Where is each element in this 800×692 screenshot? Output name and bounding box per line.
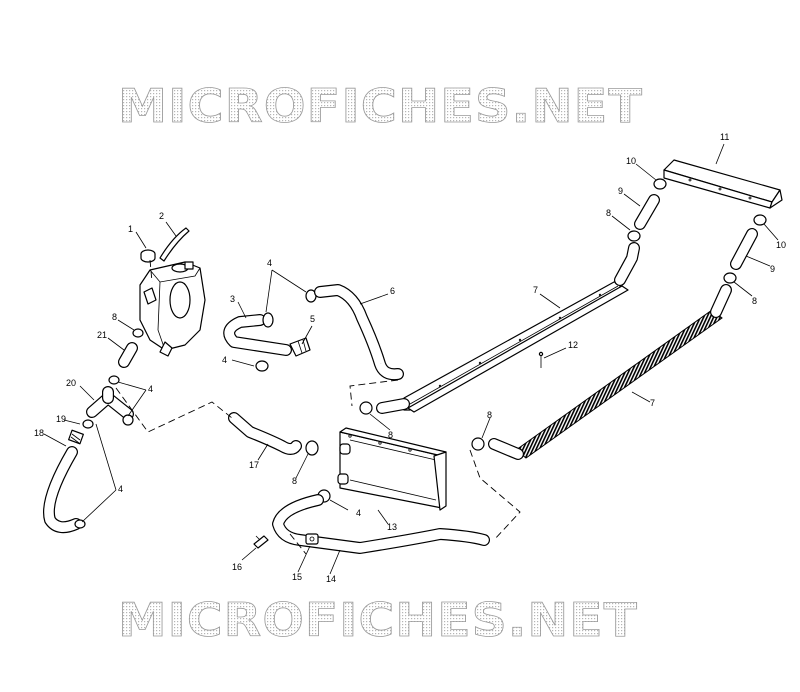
hose-21 [118, 342, 138, 368]
clamp-19 [82, 419, 94, 429]
hose-9-left [634, 194, 660, 230]
hose-6 [314, 284, 404, 381]
clamp-4-left-a [108, 375, 120, 385]
routing-line-reservoir [149, 259, 153, 283]
fastener-16 [253, 535, 269, 549]
callout-5: 5 [310, 314, 315, 324]
leader-lines [43, 143, 779, 575]
clamp-8-mid [305, 440, 319, 456]
callout-7-b: 7 [650, 398, 655, 408]
callout-4-c: 4 [148, 384, 153, 394]
callout-13: 13 [387, 522, 397, 532]
callout-8-c: 8 [292, 476, 297, 486]
callout-6: 6 [390, 286, 395, 296]
callout-8-a: 8 [112, 312, 117, 322]
clamp-15 [305, 533, 319, 545]
hose-18 [43, 446, 82, 534]
hose-3 [223, 314, 292, 356]
callout-21: 21 [97, 330, 107, 340]
callout-3: 3 [230, 294, 235, 304]
callout-1: 1 [128, 224, 133, 234]
watermark-top: MICROFICHES.NET [118, 79, 643, 133]
spring-clamp-18 [68, 429, 84, 445]
clamp-4-mid-a [262, 312, 274, 328]
callout-20: 20 [66, 378, 76, 388]
heat-exchanger-11 [663, 159, 783, 209]
callout-labels: 1 2 3 4 4 4 4 4 5 6 7 7 8 8 8 8 8 8 8 9 … [34, 132, 786, 584]
clamp-8-right [723, 272, 737, 284]
clamp-8-left [132, 328, 144, 338]
hose-fitting-5 [289, 337, 311, 357]
hose-9-right [730, 228, 758, 270]
clamp-8-lower [471, 437, 485, 451]
callout-11: 11 [720, 132, 729, 142]
clamp-4-left-b [122, 414, 134, 426]
callout-8-b: 8 [388, 430, 393, 440]
reservoir-strap [159, 227, 190, 262]
callout-10-a: 10 [626, 156, 636, 166]
callout-10-b: 10 [776, 240, 786, 250]
callout-9-b: 9 [770, 264, 775, 274]
watermark-bottom: MICROFICHES.NET [118, 593, 638, 647]
radiator-13 [337, 427, 447, 511]
routing-line-bottom [289, 533, 307, 555]
heat-exchanger-7-upper [376, 242, 640, 414]
callout-15: 15 [292, 572, 302, 582]
clamp-4-bottom-left [74, 519, 86, 529]
callout-4-b: 4 [222, 355, 227, 365]
callout-4-a: 4 [267, 258, 272, 268]
callout-8-e: 8 [606, 208, 611, 218]
coolant-reservoir [139, 261, 206, 357]
tee-fitting-20 [86, 386, 134, 420]
clamp-8-upper-left [627, 230, 641, 242]
hose-14 [272, 494, 490, 554]
callout-19: 19 [56, 414, 66, 424]
callout-18: 18 [34, 428, 44, 438]
callout-16: 16 [232, 562, 242, 572]
callout-7-a: 7 [533, 285, 538, 295]
reservoir-cap [140, 249, 156, 263]
callout-4-e: 4 [356, 508, 361, 518]
heat-exchanger-7-lower [488, 284, 732, 460]
callout-8-d: 8 [487, 410, 492, 420]
clamp-8-rail [359, 401, 373, 415]
callout-2: 2 [159, 211, 164, 221]
callout-17: 17 [249, 460, 259, 470]
callout-8-f: 8 [752, 296, 757, 306]
hose-17 [228, 412, 302, 455]
callout-14: 14 [326, 574, 336, 584]
clamp-4-mid-b [255, 360, 269, 372]
callout-4-d: 4 [118, 484, 123, 494]
callout-9-a: 9 [618, 186, 623, 196]
clamp-10-right [753, 214, 767, 226]
routing-line-left [115, 387, 233, 433]
bolt-12 [538, 351, 544, 368]
callout-12: 12 [568, 340, 578, 350]
routing-line-right [469, 449, 521, 541]
clamp-10-left [653, 178, 667, 190]
routing-line-mid [349, 379, 399, 407]
